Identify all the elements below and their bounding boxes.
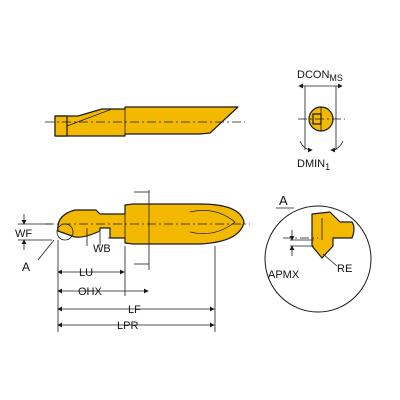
apmx-label: APMX (268, 269, 300, 281)
detail-title: A (279, 193, 288, 208)
re-label: RE (337, 263, 352, 275)
top-view-ridge (66, 108, 113, 127)
top-view-end-cap (54, 115, 68, 137)
detail-view-a: A APMX RE (264, 193, 372, 313)
detail-insert (311, 211, 355, 259)
dcon-label: DCONMS (297, 69, 343, 83)
lu-label: LU (79, 267, 93, 279)
tool-end-view: DCONMS DMIN1 (297, 69, 345, 172)
wb-label: WB (93, 243, 111, 255)
dmin-dimension (299, 140, 313, 153)
top-view-shank (54, 106, 239, 137)
dmin-label: DMIN1 (297, 158, 330, 172)
tool-top-view (45, 106, 245, 137)
re-leader (322, 253, 338, 267)
wf-label: WF (15, 228, 32, 240)
tool-side-view: WF A WB LU OHX LF LPR (15, 190, 250, 332)
lpr-label: LPR (117, 320, 138, 332)
ohx-label: OHX (78, 286, 103, 298)
detail-a-marker: A (22, 260, 30, 274)
lf-label: LF (128, 304, 141, 316)
